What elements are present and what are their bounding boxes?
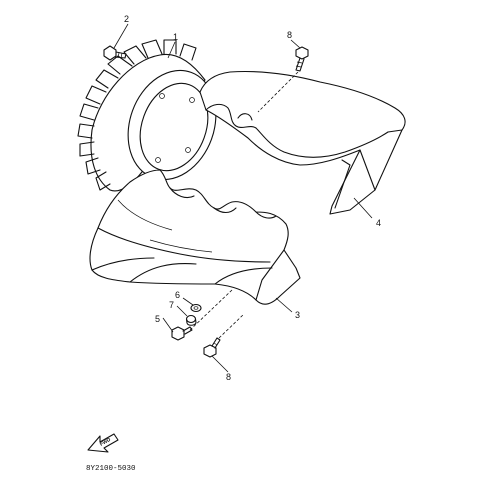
callout-3: 3 bbox=[295, 310, 300, 320]
callout-5: 5 bbox=[155, 314, 160, 324]
bolt-part-5 bbox=[171, 326, 193, 341]
bolt-part-8-upper bbox=[295, 46, 309, 72]
callout-4: 4 bbox=[376, 218, 381, 228]
leader-lines bbox=[113, 23, 373, 373]
cooling-fins bbox=[77, 39, 197, 191]
fwd-label: FWD bbox=[99, 437, 112, 448]
upper-air-shroud-part-4 bbox=[199, 70, 406, 215]
fwd-direction-icon: FWD bbox=[87, 433, 119, 453]
washer-part-6 bbox=[190, 303, 202, 313]
callout-1: 1 bbox=[173, 32, 178, 42]
bolt-part-8-lower bbox=[203, 337, 221, 358]
callout-2: 2 bbox=[124, 14, 129, 24]
lower-air-shroud-part-3 bbox=[89, 169, 301, 305]
assembly-line-bolt-8-upper bbox=[257, 71, 299, 113]
bolt-part-2 bbox=[103, 45, 127, 61]
callout-8-lower: 8 bbox=[226, 372, 231, 382]
diagram-code: 8Y2100-5030 bbox=[86, 465, 136, 473]
callout-7: 7 bbox=[169, 300, 174, 310]
callout-6: 6 bbox=[175, 290, 180, 300]
assembly-line-bolt-8-lower bbox=[218, 313, 245, 339]
callout-8-upper: 8 bbox=[287, 30, 292, 40]
collar-part-7 bbox=[185, 314, 197, 326]
flywheel-fan-part-1 bbox=[77, 39, 217, 192]
